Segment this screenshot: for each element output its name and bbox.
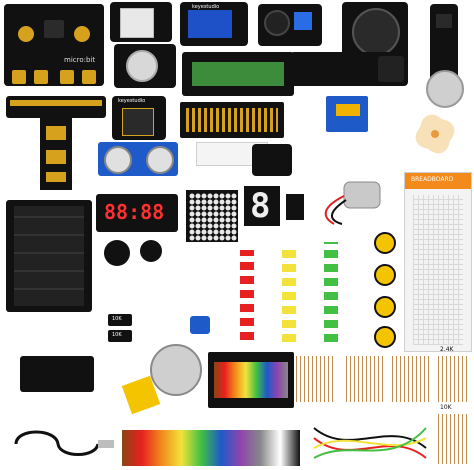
ultrasonic-sensor bbox=[98, 142, 178, 176]
seven-seg-digit: 8 bbox=[250, 186, 271, 226]
breadboard-header: BREADBOARD bbox=[405, 173, 471, 189]
resistor-strip-4-label: 2.4K bbox=[440, 346, 454, 353]
button-yellow-1 bbox=[374, 232, 396, 254]
temp-humidity-sensor bbox=[110, 2, 172, 42]
lcd-display-module bbox=[182, 52, 294, 96]
button-yellow-3 bbox=[374, 296, 396, 318]
battery-box-2aa bbox=[20, 356, 94, 392]
breadboard-header-label: BREADBOARD bbox=[411, 176, 454, 183]
resistor-color-card bbox=[208, 352, 294, 408]
led-column-red bbox=[240, 250, 254, 340]
servo-sticker bbox=[336, 104, 360, 116]
breadboard: BREADBOARD bbox=[404, 172, 472, 352]
microbit-label: micro:bit bbox=[64, 56, 96, 64]
water-sensor-brand-label: keyestudio bbox=[118, 98, 146, 104]
potentiometer-blue bbox=[190, 316, 210, 334]
button-yellow-4 bbox=[374, 326, 396, 348]
potentiometer-cap-2-label: 10K bbox=[112, 332, 122, 338]
lcd-screen bbox=[192, 62, 284, 86]
soil-moisture-probe-strip bbox=[180, 102, 284, 138]
buzzer-module bbox=[258, 4, 322, 46]
resistor-strip-2 bbox=[346, 356, 386, 402]
fan-propeller bbox=[415, 114, 455, 154]
resistor-strip-4: 2.4K bbox=[438, 346, 468, 402]
resistor-strip-5-label: 10K bbox=[440, 404, 452, 411]
buzzer-small bbox=[140, 240, 162, 262]
battery-holder-6aa bbox=[6, 200, 92, 312]
power-supply-module bbox=[290, 52, 408, 86]
potentiometer-cap-2: 10K bbox=[108, 330, 132, 342]
resistor-strip-5: 10K bbox=[438, 404, 468, 464]
potentiometer-cap-1: 10K bbox=[108, 314, 132, 326]
ic-chip bbox=[286, 194, 304, 220]
buzzer-large bbox=[104, 240, 130, 266]
four-digit-readout: 88:88 bbox=[104, 200, 165, 224]
four-digit-display: 88:88 bbox=[96, 194, 178, 232]
resistor-strip-1 bbox=[296, 356, 336, 402]
button-yellow-2 bbox=[374, 264, 396, 286]
dc-motor-with-wires bbox=[324, 181, 381, 225]
dupont-wire-bundle bbox=[122, 430, 300, 466]
seven-segment-display: 8 bbox=[244, 186, 280, 226]
soil-moisture-board bbox=[252, 144, 292, 176]
resistor-strip-3 bbox=[392, 356, 432, 402]
led-dot-matrix bbox=[186, 190, 238, 242]
microbit-breakout-board bbox=[6, 96, 106, 190]
usb-cable bbox=[14, 430, 114, 456]
gas-sensor-mq bbox=[426, 70, 464, 108]
water-level-sensor: keyestudio bbox=[112, 96, 166, 140]
potentiometer-cap-1-label: 10K bbox=[112, 316, 122, 322]
led-column-yellow bbox=[282, 246, 296, 342]
jumper-wire-set bbox=[313, 427, 427, 459]
joystick-module bbox=[342, 2, 408, 60]
relay-module: keyestudio bbox=[180, 2, 248, 46]
relay-brand-label: keyestudio bbox=[192, 4, 220, 10]
led-column-green bbox=[324, 242, 338, 342]
gas-sensor-module bbox=[114, 44, 176, 88]
stepper-motor bbox=[150, 344, 202, 396]
microbit-board: micro:bit bbox=[4, 4, 104, 86]
microbit-board-graphic bbox=[4, 4, 104, 86]
